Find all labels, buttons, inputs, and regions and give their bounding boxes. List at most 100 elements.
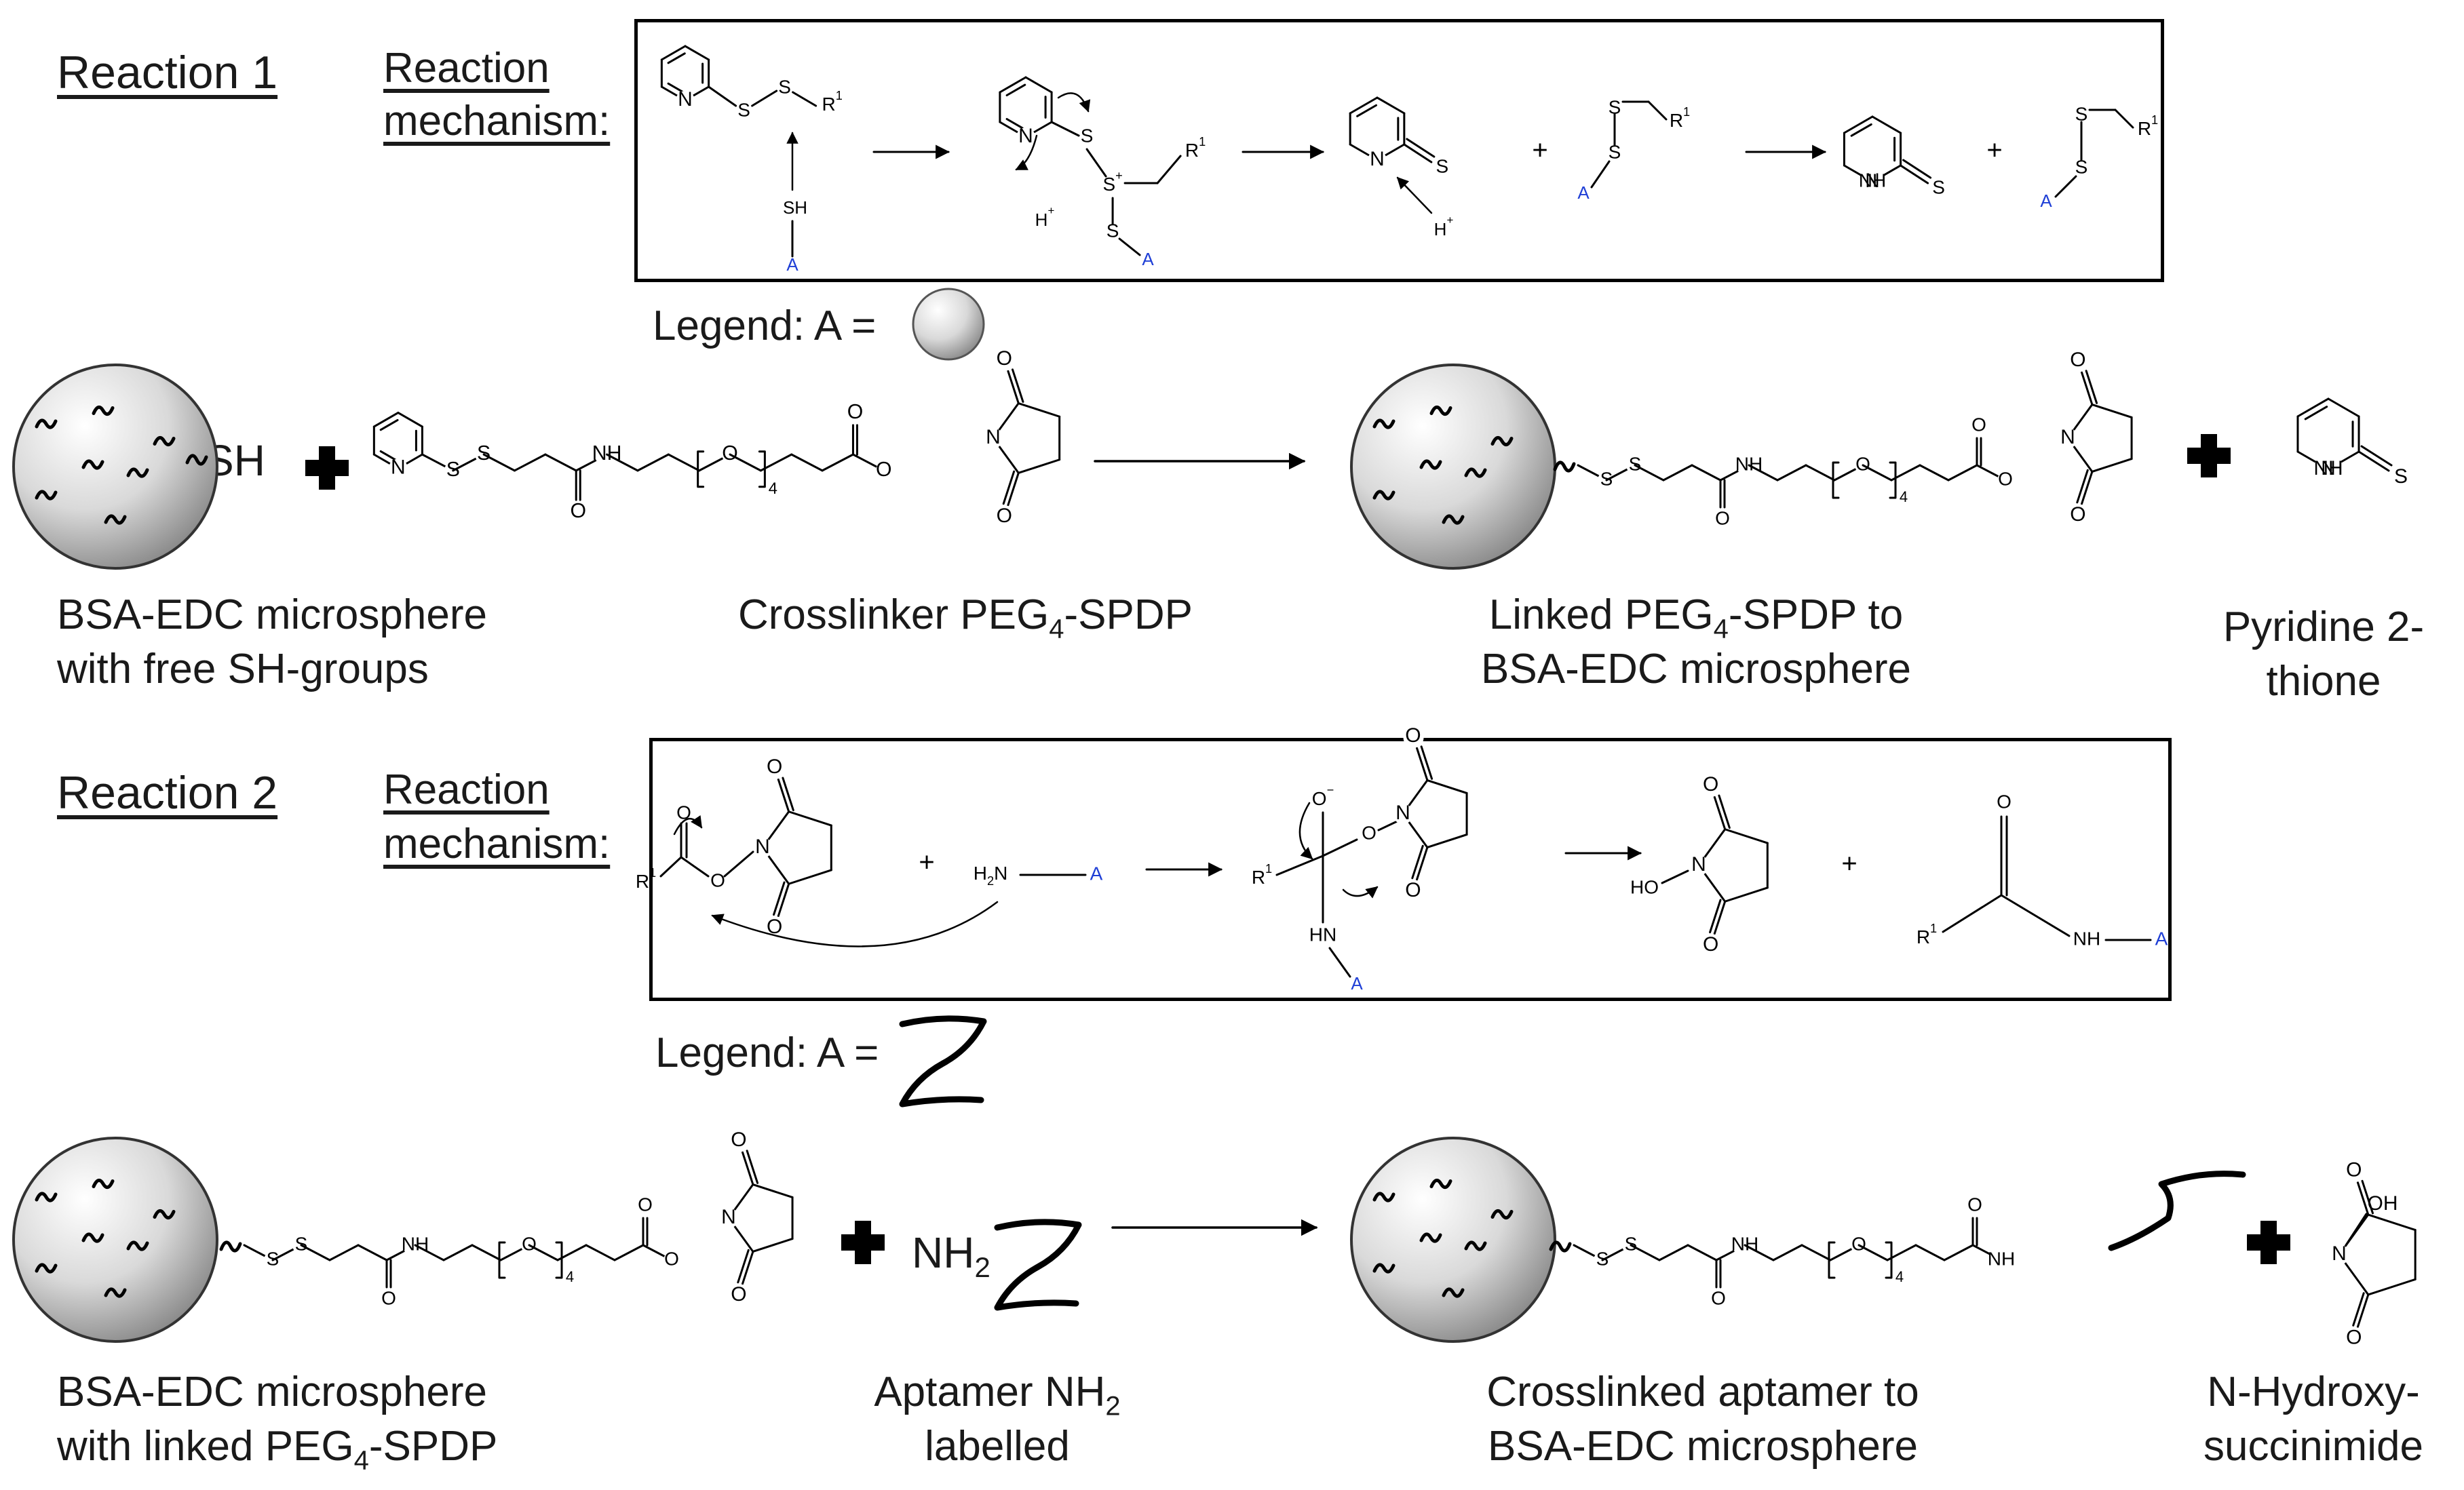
bond [2114, 109, 2134, 129]
carbonyl-o: O [2346, 1158, 2362, 1181]
carbonyl-bond [1713, 900, 1727, 935]
ring-bond [2327, 397, 2360, 418]
a-label: A [786, 254, 798, 275]
nh-mask [1989, 1248, 2014, 1272]
ring-n-label: N [1018, 125, 1033, 147]
bond [1942, 894, 2003, 933]
n-mask [2329, 1244, 2349, 1265]
ring-bond [999, 76, 1027, 94]
surface-squiggle [35, 490, 58, 501]
r2-product-microsphere [1350, 1137, 1556, 1343]
ring-n-label: N [1865, 170, 1880, 192]
bond [751, 90, 778, 107]
surface-squiggle [1442, 1287, 1465, 1298]
sh-label: SH [783, 197, 807, 218]
carbonyl-o: O [767, 756, 782, 778]
bond [680, 856, 710, 878]
r1-crosslinker-carbonyl-o: O [847, 401, 864, 423]
surface-squiggle [1464, 1240, 1487, 1251]
r1-product-linker-o-atom: O [1998, 468, 2013, 489]
r1-p1-suffix: -SPDP to [1728, 591, 1904, 638]
carbonyl-o: O [1405, 879, 1421, 901]
o-mask [994, 350, 1015, 371]
carbonyl-o: O [2346, 1327, 2362, 1349]
r2-product-linker-carbonyl-o: O [1967, 1194, 1982, 1215]
r1-label: R1 [2138, 113, 2158, 140]
r2-reactant-linker-chain-bond [414, 1244, 445, 1261]
s-atom: S [2394, 465, 2408, 488]
nh-mask [2313, 454, 2343, 484]
carbonyl-o: O [767, 916, 782, 938]
s-plus-atom: S+ [1102, 169, 1122, 195]
carbonyl-o: O [731, 1129, 746, 1151]
ring-double-bond [1356, 104, 1378, 117]
ring-bond [1017, 402, 1061, 418]
o-mask [765, 916, 786, 937]
s-atom: S [1609, 96, 1621, 117]
surface-squiggle [81, 1232, 104, 1243]
legend-bead-icon [912, 288, 985, 361]
surface-squiggle [1372, 1263, 1395, 1274]
r1-label: R1 [1670, 105, 1690, 132]
carbonyl-o: O [731, 1283, 746, 1306]
r1-product-linker-chain-bond [1634, 464, 1665, 482]
r1-crosslinker-carbonyl-o: O [570, 500, 586, 522]
bond [1275, 855, 1324, 876]
carbonyl-bond [777, 882, 790, 918]
r1-label: R1 [1917, 922, 1937, 948]
r2-plus-1 [841, 1221, 885, 1264]
plus-sign: + [919, 848, 934, 878]
r1-crosslinker-s-atom: S [477, 442, 490, 465]
reaction1-reactant1-label-line1: BSA-EDC microsphere [57, 591, 487, 638]
bond [708, 85, 737, 107]
r1-label: R1 [822, 89, 842, 115]
r1-crosslinker-o-atom: O [876, 458, 892, 481]
ring-bond [1017, 458, 1061, 474]
o-mask [2068, 351, 2089, 372]
carbonyl-bond [1415, 846, 1429, 881]
reaction1-title: Reaction 1 [57, 47, 278, 98]
o-mask [875, 462, 892, 479]
carbonyl-bond [1718, 794, 1731, 829]
a-label: A [1142, 249, 1154, 269]
r1-product-linker-chain-bond [1805, 464, 1836, 482]
r1-product-linker-carbonyl-o: O [1971, 414, 1986, 435]
r2-reactant-microsphere [12, 1137, 218, 1343]
r1-product-linker-chain-bond [1862, 464, 1893, 482]
nh-label: NH [2313, 457, 2343, 479]
ho-label: HO [1630, 876, 1659, 897]
r2-reactant-linker-bracket-left [498, 1241, 506, 1279]
o-mask [729, 1131, 750, 1152]
electron-arrow [673, 815, 703, 836]
n-mask [676, 91, 695, 110]
carbonyl-bond [2085, 370, 2098, 404]
carbonyl-bond [1007, 370, 1020, 405]
bond [1902, 159, 1932, 179]
surface-squiggle [104, 514, 127, 525]
r2-product-linker-nh-atom: NH [1988, 1248, 2015, 1269]
o-minus-label: O− [1312, 783, 1334, 810]
microsphere-body [12, 1137, 218, 1343]
bond [2054, 175, 2077, 198]
carbonyl-bond [2356, 1181, 2370, 1216]
o-mask [2068, 504, 2089, 525]
carbonyl-bond [1007, 471, 1020, 507]
r2-product-linker-chain-bond [1914, 1244, 1946, 1261]
reaction2-product2-label-line1: N-Hydroxy- [2207, 1369, 2420, 1415]
ring-n-label: N [678, 88, 693, 111]
r2-product-linker-chain-bond [1801, 1244, 1832, 1261]
r1-crosslinker-repeat-4: 4 [769, 479, 777, 498]
carbonyl-bond [741, 1151, 754, 1186]
r2-product-linker-chain-bond [1772, 1244, 1803, 1261]
r2-product-linker-o-atom: O [1851, 1233, 1866, 1254]
o-mask [1701, 776, 1722, 797]
surface-squiggle [92, 1178, 115, 1190]
ring-bond [1024, 76, 1053, 94]
r1-r2-sub: 4 [1049, 614, 1064, 644]
nh-label: NH [2073, 928, 2100, 949]
n-mask [718, 1208, 739, 1228]
surface-squiggle [81, 459, 104, 470]
r2-reactant-linker-chain-bond [442, 1244, 474, 1261]
a-label: A [2040, 191, 2052, 211]
